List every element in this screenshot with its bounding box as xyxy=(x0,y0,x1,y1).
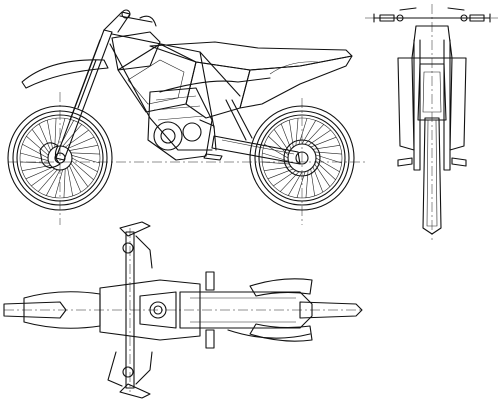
rear-fender xyxy=(239,55,353,109)
left-fork-leg xyxy=(413,39,421,171)
spoke xyxy=(71,160,94,180)
top-right-footpeg xyxy=(205,329,215,349)
right-footpeg xyxy=(451,157,467,167)
handlebar-side xyxy=(103,9,157,33)
spoke xyxy=(71,155,100,164)
swingarm xyxy=(211,135,301,165)
spoke xyxy=(20,152,49,161)
rear-shock xyxy=(225,99,247,141)
top-tank xyxy=(99,279,201,341)
spoke xyxy=(63,168,66,198)
front-view-fender xyxy=(417,63,447,121)
rear-brake-disc xyxy=(283,139,321,177)
spoke xyxy=(67,167,73,196)
front-view-tire xyxy=(422,117,442,235)
top-right-side-plate xyxy=(249,323,313,342)
top-left-side-plate xyxy=(249,278,313,297)
front-wheel xyxy=(7,105,113,211)
top-view xyxy=(3,221,363,399)
spoke xyxy=(54,169,63,198)
radiator-shroud xyxy=(117,43,197,113)
seat xyxy=(149,41,353,71)
fuel-cap-icon xyxy=(149,301,167,319)
top-left-footpeg xyxy=(205,271,215,291)
front-view xyxy=(365,4,498,240)
top-front-tire xyxy=(3,301,67,319)
spoke xyxy=(38,169,58,192)
front-number-plate xyxy=(111,31,161,71)
spoke xyxy=(47,120,53,149)
left-shroud xyxy=(397,57,415,151)
front-brake-disc-icon xyxy=(39,142,61,169)
top-seat xyxy=(179,291,313,329)
top-rear-tire xyxy=(299,301,363,319)
spoke xyxy=(54,118,57,148)
spoke xyxy=(57,118,66,147)
spoke xyxy=(62,124,82,147)
spoke xyxy=(25,167,53,180)
spoke xyxy=(31,129,50,153)
spoke xyxy=(46,169,61,196)
left-footpeg xyxy=(397,157,413,167)
right-shroud xyxy=(449,57,467,151)
front-fork xyxy=(55,29,113,161)
right-fork-leg xyxy=(443,39,451,171)
spoke xyxy=(69,165,82,193)
front-fender xyxy=(21,59,109,89)
side-view xyxy=(7,9,368,225)
spoke xyxy=(69,145,98,151)
spoke xyxy=(71,157,98,172)
top-exhaust xyxy=(227,329,311,339)
spoke xyxy=(38,123,51,151)
exhaust-pipe xyxy=(159,77,271,93)
spoke xyxy=(70,152,100,155)
spoke xyxy=(31,168,55,187)
spoke xyxy=(20,161,50,164)
top-front-brake-lever xyxy=(107,351,123,387)
spoke xyxy=(26,136,49,156)
spoke xyxy=(22,144,49,159)
spoke xyxy=(70,163,89,187)
engine xyxy=(147,87,217,161)
spoke xyxy=(65,129,89,148)
footpeg xyxy=(203,153,223,161)
side-panel xyxy=(185,61,251,119)
spoke xyxy=(67,136,95,149)
